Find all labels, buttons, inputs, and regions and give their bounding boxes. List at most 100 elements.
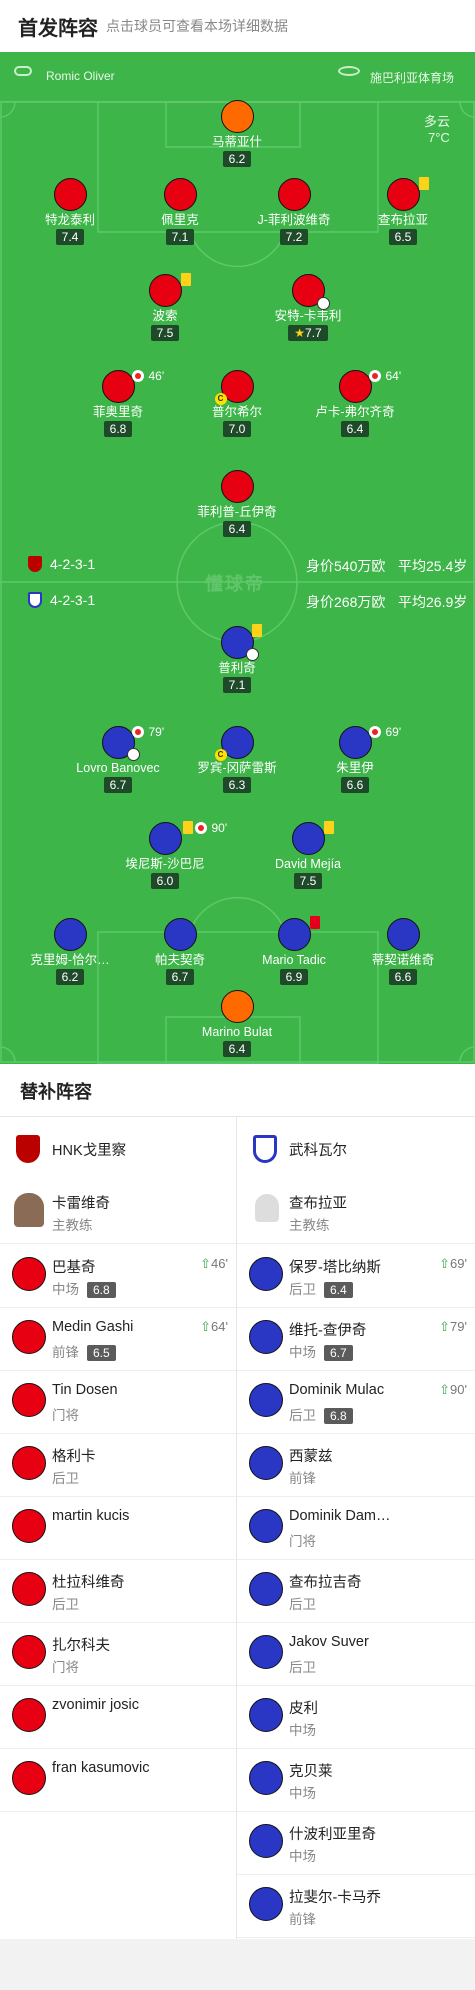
sub-off-icon <box>131 726 144 738</box>
goal-ball-icon <box>316 297 330 310</box>
away-sub-row[interactable]: Jakov Suver 后卫 <box>237 1622 475 1685</box>
sub-on-minute: ⇧64' <box>200 1319 228 1334</box>
away-sub-row[interactable]: 拉斐尔-卡马乔前锋 <box>237 1874 475 1937</box>
sub-player-position: 后卫 <box>289 1660 316 1675</box>
home-sub-row[interactable]: Tin Dosen 门将 <box>0 1370 236 1433</box>
player-avatar-icon <box>249 1572 283 1606</box>
home-coach-row[interactable]: 卡雷维奇 主教练 <box>0 1180 236 1243</box>
sub-player-name: Jakov Suver <box>289 1634 369 1650</box>
away-sub-row[interactable]: 西蒙兹前锋 <box>237 1433 475 1496</box>
sub-player-rating: 6.4 <box>324 1282 353 1298</box>
away-avg-age: 平均26.9岁 <box>398 594 468 610</box>
sub-player-name: martin kucis <box>52 1508 130 1524</box>
home-sub-row[interactable]: 杜拉科维奇后卫 <box>0 1559 236 1622</box>
bench-section: 替补阵容 HNK戈里察 武科瓦尔 卡雷维奇 主教练 查布拉亚 主教练 巴基奇中场… <box>0 1064 475 1939</box>
home-sub-row[interactable]: 扎尔科夫门将 <box>0 1622 236 1685</box>
sub-on-icon: ⇧ <box>200 1319 212 1334</box>
captain-icon: C <box>214 393 227 405</box>
player-avatar-icon <box>12 1572 46 1606</box>
sub-on-icon: ⇧ <box>200 1256 212 1271</box>
away-coach-row[interactable]: 查布拉亚 主教练 <box>237 1180 475 1243</box>
sub-off-icon <box>368 726 381 738</box>
sub-on-icon: ⇧ <box>439 1319 451 1334</box>
sub-player-name: 巴基奇 <box>52 1260 96 1276</box>
yellow-card-icon <box>251 624 262 637</box>
referee-name: Romic Oliver <box>46 69 115 83</box>
page-title: 首发阵容 <box>18 18 98 40</box>
sub-player-rating: 6.8 <box>324 1408 353 1424</box>
player-avatar-icon <box>249 1320 283 1354</box>
coach-avatar <box>14 1193 44 1227</box>
home-sub-row[interactable]: 格利卡后卫 <box>0 1433 236 1496</box>
home-team-row[interactable]: HNK戈里察 <box>0 1117 236 1180</box>
sub-player-name: Dominik Dam… <box>289 1508 391 1524</box>
sub-player-name: Dominik Mulac <box>289 1382 385 1398</box>
player-avatar-icon <box>249 1824 283 1858</box>
home-formation: 4-2-3-1 <box>50 556 96 572</box>
home-avg-age: 平均25.4岁 <box>398 558 468 574</box>
away-sub-row[interactable]: 克贝莱中场 <box>237 1748 475 1811</box>
away-sub-row[interactable]: 皮利中场 <box>237 1685 475 1748</box>
away-sub-row[interactable]: Dominik Dam…门将 <box>237 1496 475 1559</box>
home-sub-row[interactable]: fran kasumovic <box>0 1748 236 1811</box>
sub-player-rating: 6.7 <box>324 1345 353 1361</box>
away-player[interactable]: 克里姆-恰尔…6.2 <box>0 918 140 986</box>
sub-player-name: Tin Dosen <box>52 1382 118 1398</box>
player-avatar-icon <box>12 1509 46 1543</box>
away-sub-row[interactable]: 什波利亚里奇中场 <box>237 1811 475 1874</box>
home-sub-row[interactable]: martin kucis <box>0 1496 236 1559</box>
bench-title: 替补阵容 <box>20 1082 92 1102</box>
player-avatar-icon <box>249 1446 283 1480</box>
player-avatar-icon <box>12 1320 46 1354</box>
sub-player-name: 查布拉吉奇 <box>289 1575 362 1591</box>
player-avatar-icon <box>249 1887 283 1921</box>
watermark: 懂球帝 <box>205 574 265 594</box>
player-avatar-icon <box>12 1635 46 1669</box>
player-avatar-icon <box>12 1383 46 1417</box>
yellow-card-icon <box>418 177 429 190</box>
home-sub-row[interactable]: zvonimir josic <box>0 1685 236 1748</box>
sub-player-name: 克贝莱 <box>289 1764 333 1780</box>
temperature-text: 7°C <box>428 130 450 145</box>
assist-icon <box>126 748 140 761</box>
sub-player-position: 门将 <box>52 1408 79 1423</box>
away-sub-row[interactable]: 查布拉吉奇后卫 <box>237 1559 475 1622</box>
sub-off-icon <box>368 370 381 382</box>
away-team-row[interactable]: 武科瓦尔 <box>237 1117 475 1180</box>
sub-player-rating: 6.5 <box>87 1345 116 1361</box>
home-player[interactable]: 安特-卡韦利★7.7 <box>238 274 378 342</box>
sub-player-position: 中场 <box>289 1723 316 1738</box>
sub-player-name: 保罗-塔比纳斯 <box>289 1260 381 1276</box>
star-icon: ★ <box>294 326 306 340</box>
sub-player-position: 门将 <box>52 1660 79 1675</box>
person-placeholder-icon <box>255 1194 279 1222</box>
